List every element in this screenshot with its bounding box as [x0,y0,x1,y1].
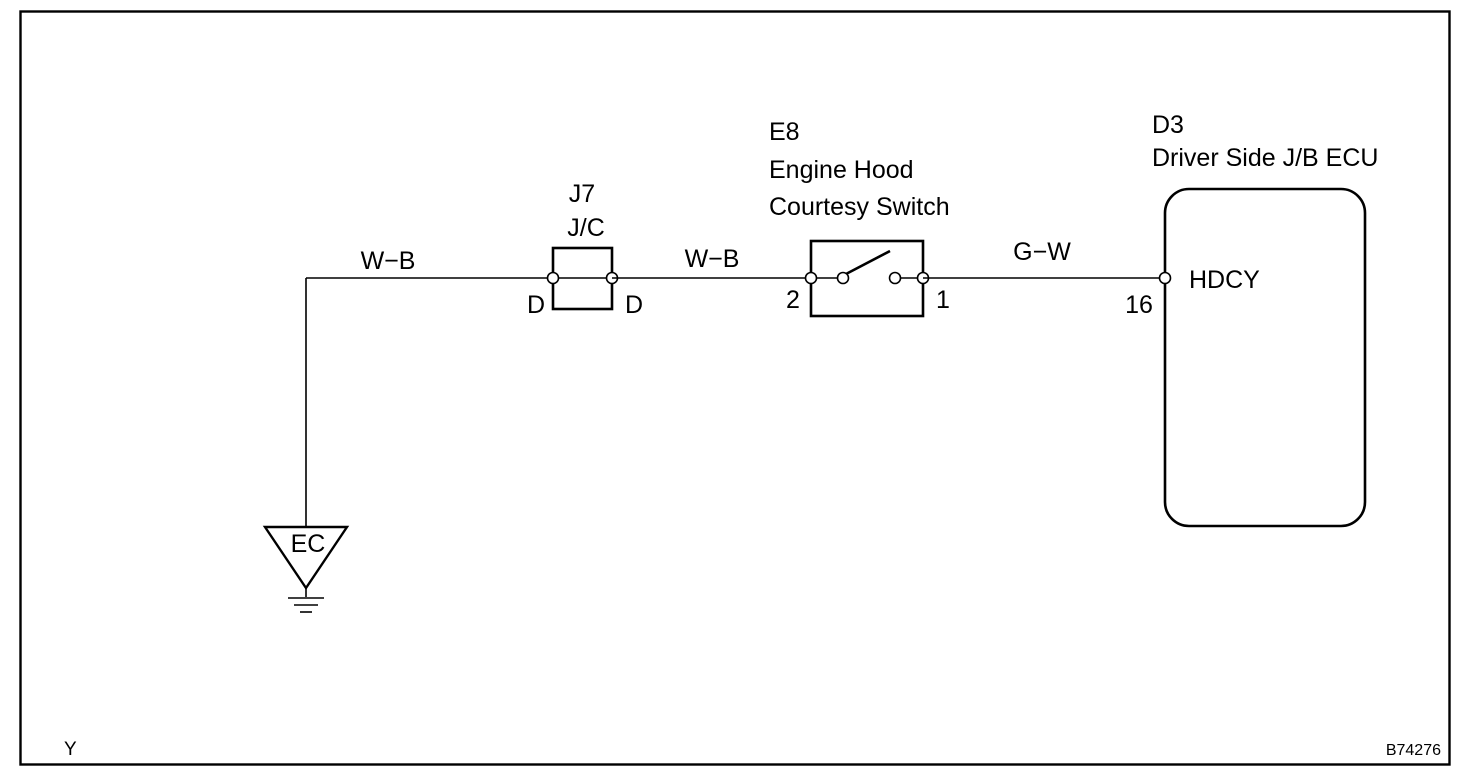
ecu-pin-number: 16 [1125,291,1153,319]
junction-id: J7 [569,180,595,208]
hood-courtesy-switch: E8 Engine Hood Courtesy Switch 2 1 [769,118,950,318]
switch-pin-right: 1 [936,286,950,314]
wire-label-switch-to-ecu: G−W [1013,238,1071,266]
junction-pin-left: D [527,291,545,319]
switch-id: E8 [769,118,800,146]
wire-label-ground-to-jc: W−B [361,247,416,275]
ground-triangle [262,525,350,591]
junction-connector: J7 J/C D D [527,180,643,319]
junction-pin-right: D [625,291,643,319]
ecu-signal-label: HDCY [1189,266,1260,294]
driver-side-jb-ecu: D3 Driver Side J/B ECU HDCY 16 [1125,111,1378,528]
wire-ground-to-jc [305,277,553,527]
wire-label-jc-to-switch: W−B [685,245,740,273]
switch-name-line2: Courtesy Switch [769,193,950,221]
footer-figure-code: B74276 [1386,742,1441,759]
ground-label: EC [291,530,326,558]
footer-left-code: Y [64,739,77,760]
ecu-terminal-16 [1158,271,1172,285]
ecu-box [1163,187,1367,528]
junction-terminal-left [546,271,560,285]
switch-terminal-2 [804,271,818,285]
ground-symbol: EC [262,525,350,613]
ecu-name: Driver Side J/B ECU [1152,144,1378,172]
ecu-id: D3 [1152,111,1184,139]
switch-pin-left: 2 [786,286,800,314]
switch-name-line1: Engine Hood [769,156,914,184]
diagram-frame [19,10,1451,766]
switch-contact-right [888,271,902,285]
junction-name: J/C [567,214,605,242]
switch-contact-left [836,271,850,285]
switch-contact-arm [845,249,891,276]
